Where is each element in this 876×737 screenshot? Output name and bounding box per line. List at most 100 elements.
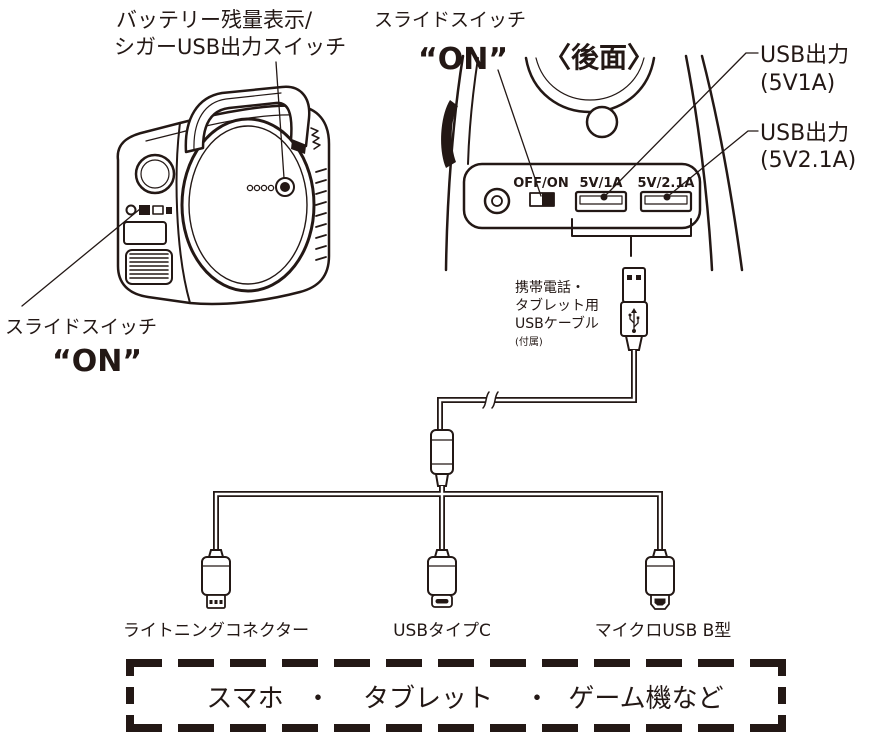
front-light xyxy=(134,153,176,195)
usb-output-1-marker xyxy=(600,193,608,201)
rear-body-left-shadow xyxy=(441,100,458,168)
usb-output-1-leader xyxy=(603,52,759,198)
indicator-led xyxy=(260,184,268,192)
cable-label-line3: USBケーブル xyxy=(515,315,599,332)
connector-label-lightning: ライトニングコネクター xyxy=(123,621,309,641)
panel-port-1-label: 5V/1A xyxy=(580,176,623,191)
usb-ports-bracket xyxy=(571,218,692,257)
panel-port-2-label: 5V/2.1A xyxy=(638,176,695,191)
usb-a-plug-shell xyxy=(622,267,646,303)
rear-view-illustration xyxy=(441,52,759,272)
side-vent-slot xyxy=(315,201,327,206)
device-separator: ・ xyxy=(305,684,331,714)
lightning-connector-icon xyxy=(201,549,231,609)
usb-a-plug-window xyxy=(627,275,632,280)
handle-grip xyxy=(310,127,321,150)
usb-trident-base xyxy=(632,329,636,333)
front-slide-switch-label: スライドスイッチ xyxy=(5,316,157,338)
usb-c-connector-body xyxy=(427,556,457,596)
cable-branches-outline xyxy=(213,486,663,551)
lightning-pin xyxy=(209,600,213,604)
rear-body-right-outer-edge xyxy=(700,54,744,272)
connector-label-micro-usb-b: マイクロUSB B型 xyxy=(595,621,732,641)
rear-round-button xyxy=(585,105,619,139)
usb-output-2-leader xyxy=(666,130,759,198)
usb-output-2-marker xyxy=(663,193,671,201)
rear-slide-switch-label: スライドスイッチ xyxy=(374,9,526,31)
indicator-led xyxy=(267,184,275,192)
cable-break-gap xyxy=(486,395,495,405)
side-vent-slot xyxy=(315,168,327,173)
body-front-edge xyxy=(175,122,191,304)
front-slide-switch-leader xyxy=(21,208,141,307)
rear-body-right-edge xyxy=(684,54,714,272)
usb-trident-left-tip xyxy=(628,313,632,317)
side-vent-slot xyxy=(315,223,327,228)
rear-view-title: 〈後面〉 xyxy=(543,41,655,74)
front-grille-slots xyxy=(129,253,169,279)
usb-output-2-label: USB出力 xyxy=(760,121,849,146)
power-station-illustration xyxy=(21,61,331,307)
rear-strap-loop-inner xyxy=(535,57,645,101)
cable-label-line1: 携帯電話・ xyxy=(515,279,585,296)
lightning-strain-relief xyxy=(207,549,225,558)
rear-slide-switch-state: “ON” xyxy=(418,42,508,77)
usb-c-connector-icon xyxy=(427,549,457,608)
indicator-switch-label-line1: バッテリー残量表示/ xyxy=(116,8,313,32)
panel-switch-label: OFF/ON xyxy=(513,176,569,191)
usb-trident-right-tip xyxy=(636,316,640,320)
usb-trident-right-branch xyxy=(633,319,639,328)
indicator-led xyxy=(253,184,261,192)
front-slide-switch-state: “ON” xyxy=(52,344,142,379)
lightning-connector-body xyxy=(201,556,231,596)
lightning-pin xyxy=(219,600,223,604)
side-vent-slot xyxy=(315,212,327,217)
usb-a-strain-relief xyxy=(624,335,644,351)
side-panel-inner-ring xyxy=(188,125,308,285)
rear-dc-jack-pin xyxy=(491,195,503,207)
micro-usb-plug-opening xyxy=(654,598,666,606)
micro-usb-strain-relief xyxy=(651,549,669,558)
cable-main-outline xyxy=(437,350,637,432)
compatible-devices-box xyxy=(126,659,786,732)
side-vent-slot xyxy=(315,256,327,261)
front-usb-port xyxy=(166,207,172,214)
usb-port-5v2-1a xyxy=(639,190,693,213)
device-item-game-console: ゲーム機など xyxy=(568,684,723,714)
side-panel-ring xyxy=(180,117,316,293)
indicator-led xyxy=(246,184,254,192)
usb-c-plug-opening xyxy=(435,599,449,604)
dc-port xyxy=(125,204,137,216)
usb-c-strain-relief xyxy=(433,549,451,558)
device-item-tablet: タブレット xyxy=(363,684,493,714)
connector-label-usb-c: USBタイプC xyxy=(393,621,491,641)
usb-cable-illustration xyxy=(201,267,675,610)
lightning-pin xyxy=(214,600,218,604)
usb-trident-left-branch xyxy=(629,316,635,324)
cable-break-mark xyxy=(482,391,499,409)
front-slide-switch xyxy=(139,205,150,215)
front-grille xyxy=(125,249,173,285)
indicator-switch-button-center xyxy=(280,182,290,192)
side-vent-slot xyxy=(315,245,327,250)
micro-usb-b-connector-icon xyxy=(645,549,675,610)
indicator-switch-leader xyxy=(275,61,285,179)
front-usb-port xyxy=(152,205,164,215)
cable-label-line2: タブレット用 xyxy=(515,297,599,314)
rear-dc-jack xyxy=(483,187,511,215)
side-vent-slot xyxy=(315,190,327,195)
usb-output-1-label: USB出力 xyxy=(760,43,849,68)
device-separator: ・ xyxy=(524,684,550,714)
side-vent-slot xyxy=(315,234,327,239)
cable-splitter xyxy=(430,429,454,475)
usb-trident-arrow xyxy=(631,308,637,313)
usb-trident-icon xyxy=(628,308,640,333)
rear-slide-switch-leader xyxy=(497,69,542,197)
front-light-lens xyxy=(140,159,170,189)
cable-label-note: (付属) xyxy=(515,335,543,348)
carry-handle xyxy=(184,85,311,154)
side-vent-slot xyxy=(315,179,327,184)
rear-body-left-inner-edge xyxy=(467,57,479,165)
